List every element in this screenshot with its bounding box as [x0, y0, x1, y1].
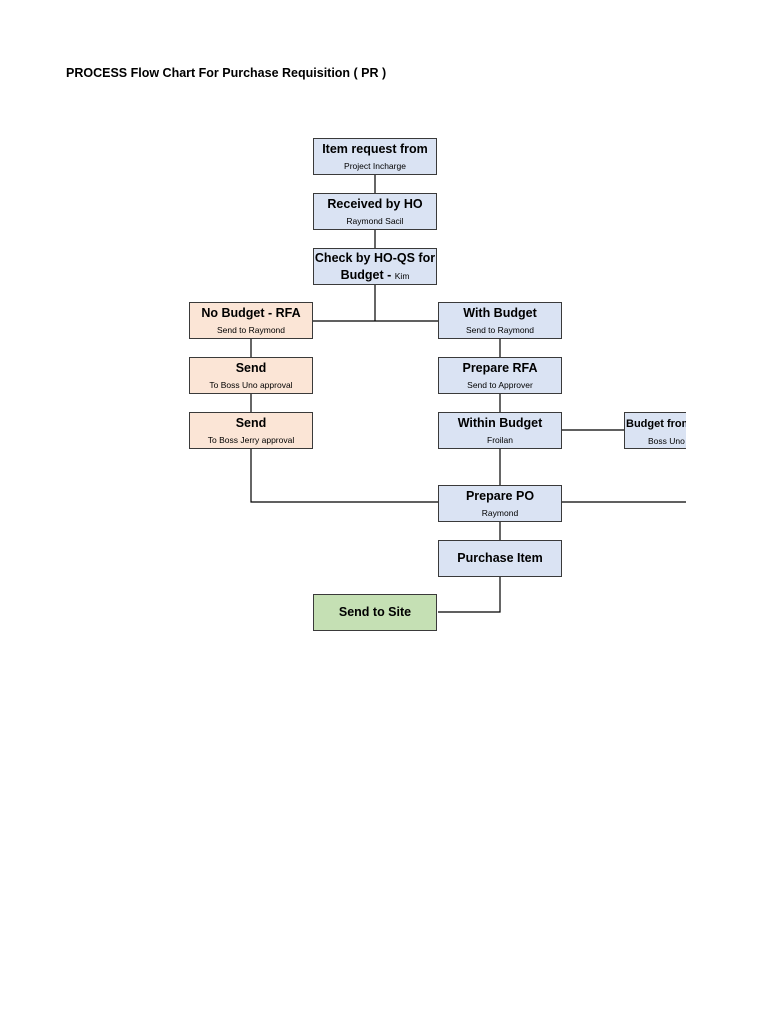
node-send-uno-subtitle: To Boss Uno approval	[209, 380, 293, 390]
node-check-budget-line1: Check by HO-QS for	[314, 251, 436, 265]
node-received-ho-title: Received by HO	[327, 197, 423, 211]
node-received-ho-subtitle: Raymond Sacil	[346, 216, 404, 226]
node-item-request-subtitle: Project Incharge	[344, 161, 406, 171]
node-prepare-po-subtitle: Raymond	[481, 508, 519, 518]
node-within-budget-title: Within Budget	[457, 416, 543, 430]
node-within-budget: Within Budget Froilan	[438, 412, 562, 449]
node-send-to-site: Send to Site	[313, 594, 437, 631]
node-budget-from: Budget from Boss Uno	[624, 412, 686, 449]
connector-send-jerry-to-po	[250, 449, 438, 503]
page-title: PROCESS Flow Chart For Purchase Requisit…	[66, 66, 387, 80]
node-purchase-item: Purchase Item	[438, 540, 562, 577]
node-with-budget-subtitle: Send to Raymond	[465, 325, 535, 335]
node-send-jerry: Send To Boss Jerry approval	[189, 412, 313, 449]
node-prepare-rfa: Prepare RFA Send to Approver	[438, 357, 562, 394]
node-send-uno: Send To Boss Uno approval	[189, 357, 313, 394]
node-send-uno-title: Send	[235, 361, 267, 375]
node-purchase-item-title: Purchase Item	[457, 551, 543, 565]
node-check-budget: Check by HO-QS for Budget - Kim	[313, 248, 437, 285]
node-with-budget-title: With Budget	[463, 306, 537, 320]
node-budget-from-subtitle: Boss Uno	[648, 436, 685, 446]
node-send-jerry-title: Send	[235, 416, 267, 430]
node-check-budget-assignee: Kim	[394, 271, 410, 281]
node-received-ho: Received by HO Raymond Sacil	[313, 193, 437, 230]
node-budget-from-title: Budget from	[626, 418, 686, 430]
connector-purchase-to-site	[438, 577, 501, 613]
node-prepare-rfa-title: Prepare RFA	[462, 361, 538, 375]
node-send-jerry-subtitle: To Boss Jerry approval	[207, 435, 295, 445]
node-prepare-rfa-subtitle: Send to Approver	[467, 380, 533, 390]
node-within-budget-subtitle: Froilan	[487, 435, 513, 445]
node-with-budget: With Budget Send to Raymond	[438, 302, 562, 339]
node-send-to-site-title: Send to Site	[338, 605, 412, 619]
node-prepare-po: Prepare PO Raymond	[438, 485, 562, 522]
node-item-request: Item request from Project Incharge	[313, 138, 437, 175]
node-prepare-po-title: Prepare PO	[465, 489, 535, 503]
node-check-budget-line2: Budget -	[340, 268, 395, 282]
node-item-request-title: Item request from	[322, 142, 428, 156]
node-no-budget-title: No Budget - RFA	[201, 306, 301, 320]
node-no-budget: No Budget - RFA Send to Raymond	[189, 302, 313, 339]
node-no-budget-subtitle: Send to Raymond	[216, 325, 286, 335]
